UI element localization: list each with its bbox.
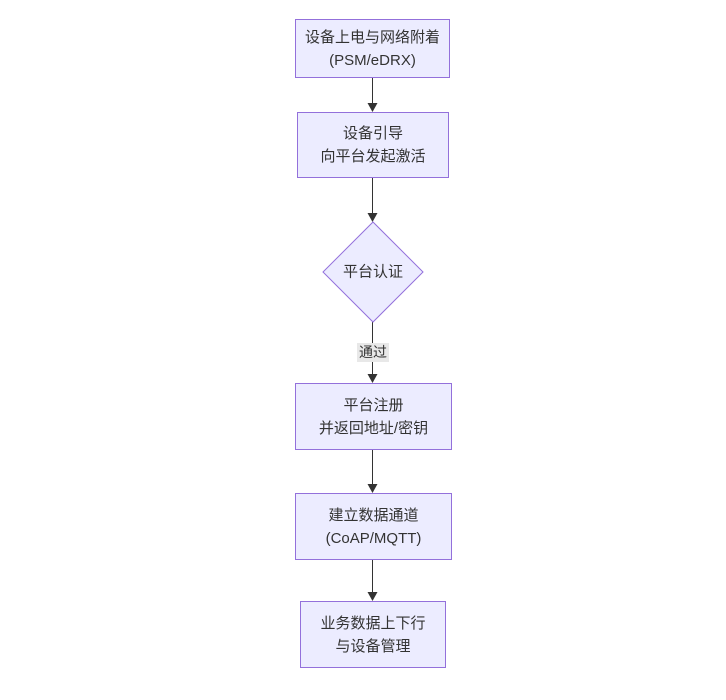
node-device-bootstrap: 设备引导 向平台发起激活 — [297, 112, 449, 178]
node-label: 平台认证 — [342, 263, 404, 281]
arrowhead-icon — [367, 374, 378, 383]
node-label: 业务数据上下行 与设备管理 — [320, 614, 426, 655]
edge-label-pass: 通过 — [357, 343, 389, 362]
node-power-network-attach: 设备上电与网络附着 (PSM/eDRX) — [295, 19, 450, 78]
node-platform-auth: 平台认证 — [322, 221, 424, 323]
arrowhead-icon — [367, 484, 378, 493]
arrowhead-icon — [367, 592, 378, 601]
node-label: 设备上电与网络附着 (PSM/eDRX) — [304, 28, 440, 69]
node-business-data: 业务数据上下行 与设备管理 — [300, 601, 446, 668]
node-data-channel: 建立数据通道 (CoAP/MQTT) — [295, 493, 452, 560]
node-label: 建立数据通道 (CoAP/MQTT) — [325, 506, 422, 547]
node-platform-register: 平台注册 并返回地址/密钥 — [295, 383, 452, 450]
node-label: 平台注册 并返回地址/密钥 — [318, 396, 429, 437]
diamond-shape-icon — [322, 221, 424, 323]
node-label: 设备引导 向平台发起激活 — [320, 125, 426, 165]
arrowhead-icon — [367, 103, 378, 112]
